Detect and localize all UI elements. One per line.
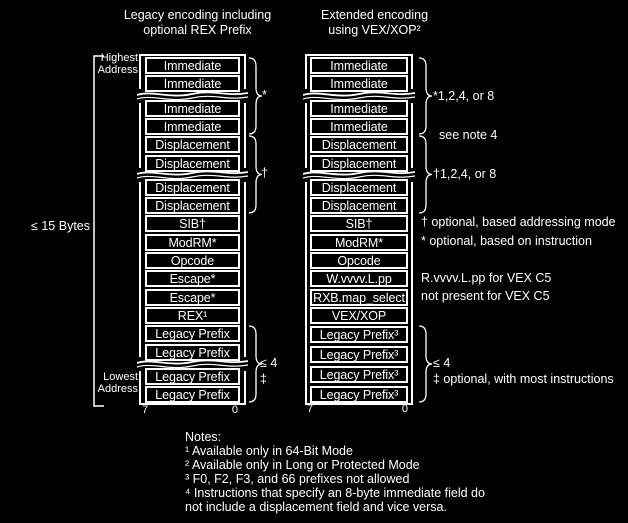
displacement-brace <box>418 135 433 214</box>
byte-field: Displacement <box>310 136 408 153</box>
byte-field: Opcode <box>310 252 408 269</box>
bit0-label: 0 <box>401 403 408 415</box>
byte-field: Legacy Prefix³ <box>310 366 408 383</box>
note-1: ¹ Available only in 64-Bit Mode <box>185 444 353 458</box>
size-limit-label: ≤ 15 Bytes <box>31 219 90 233</box>
byte-field: Immediate <box>145 75 240 92</box>
sib-note: † optional, based addressing mode <box>421 215 616 229</box>
lowest-address-label: Lowest Address <box>97 371 138 395</box>
torn-edge-icon <box>137 89 248 103</box>
note-2: ² Available only in Long or Protected Mo… <box>185 458 420 472</box>
byte-field: Displacement <box>145 197 240 214</box>
extended-title-line2: using VEX/XOP² <box>328 23 421 37</box>
byte-field: Opcode <box>145 252 240 269</box>
rxb-note: not present for VEX C5 <box>421 289 550 303</box>
byte-field: ModRM* <box>310 234 408 251</box>
byte-field: Immediate <box>145 57 240 74</box>
byte-field: Legacy Prefix³ <box>310 346 408 363</box>
byte-field: Legacy Prefix³ <box>310 386 408 403</box>
byte-field: Immediate <box>310 75 408 92</box>
modrm-note: * optional, based on instruction <box>421 234 592 248</box>
fifteen-bytes-bracket <box>93 55 104 407</box>
byte-field: Immediate <box>310 118 408 135</box>
extended-title-line1: Extended encoding <box>320 8 429 22</box>
immediate-count-label: * <box>262 88 267 102</box>
legacy-title-line2: optional REX Prefix <box>143 23 252 37</box>
legacy-prefix-brace <box>248 325 263 403</box>
byte-field: Escape* <box>145 289 240 306</box>
bit0-label: 0 <box>231 404 238 416</box>
torn-edge-icon <box>303 89 415 103</box>
note-3: ³ F0, F2, F3, and 66 prefixes not allowe… <box>185 472 410 486</box>
notes-heading: Notes: <box>185 430 222 444</box>
displacement-count-label: † <box>261 166 268 180</box>
displacement-size-label: †1,2,4, or 8 <box>433 167 497 181</box>
displacement-brace <box>248 135 263 214</box>
byte-field: Displacement <box>310 155 408 172</box>
highest-address-label: Highest Address <box>97 52 138 76</box>
legacy-title-line1: Legacy encoding including <box>123 8 272 22</box>
immediate-brace <box>248 57 263 135</box>
prefix-count-label: ≤ 4 <box>260 356 278 370</box>
prefix-count-label: ≤ 4 <box>433 356 451 370</box>
byte-field: Displacement <box>145 136 240 153</box>
prefix-optional-label: ‡ optional, with most instructions <box>433 372 614 386</box>
see-note-label: see note 4 <box>439 128 498 142</box>
extended-encoding-title: Extended encoding using VEX/XOP² <box>287 8 462 38</box>
byte-field: VEX/XOP <box>310 307 408 324</box>
byte-field: Displacement <box>310 197 408 214</box>
byte-field: Displacement <box>145 155 240 172</box>
byte-field: Immediate <box>310 100 408 117</box>
byte-field: Immediate <box>145 100 240 117</box>
legacy-encoding-title: Legacy encoding including optional REX P… <box>110 8 285 38</box>
bit7-label: 7 <box>142 404 149 416</box>
footnotes: Notes: ¹ Available only in 64-Bit Mode ²… <box>185 430 485 514</box>
byte-field: REX¹ <box>145 307 240 324</box>
bit7-label: 7 <box>307 403 314 415</box>
byte-field: Immediate <box>310 57 408 74</box>
byte-field: SIB† <box>310 215 408 232</box>
byte-field: W.vvvv.L.pp <box>310 270 408 287</box>
byte-field: Immediate <box>145 118 240 135</box>
byte-field: Legacy Prefix <box>145 386 240 403</box>
byte-field: SIB† <box>145 215 240 232</box>
byte-field: Legacy Prefix³ <box>310 326 408 343</box>
immediate-brace <box>418 57 433 135</box>
byte-field: Displacement <box>310 179 408 196</box>
byte-field: RXB.map_select <box>310 289 408 306</box>
byte-field: Escape* <box>145 270 240 287</box>
byte-field: Displacement <box>145 179 240 196</box>
note-4-line2: not include a displacement field and vic… <box>185 500 447 514</box>
legacy-prefix-brace <box>418 325 433 403</box>
wvvvv-note: R.vvvv.L.pp for VEX C5 <box>421 271 552 285</box>
byte-field: Legacy Prefix <box>145 325 240 342</box>
byte-field: Legacy Prefix <box>145 344 240 361</box>
immediate-size-label: *1,2,4, or 8 <box>433 89 495 103</box>
byte-field: ModRM* <box>145 234 240 251</box>
prefix-optional-label: ‡ <box>260 372 267 386</box>
byte-field: Legacy Prefix <box>145 368 240 385</box>
note-4-line1: ⁴ Instructions that specify an 8-byte im… <box>185 486 485 500</box>
